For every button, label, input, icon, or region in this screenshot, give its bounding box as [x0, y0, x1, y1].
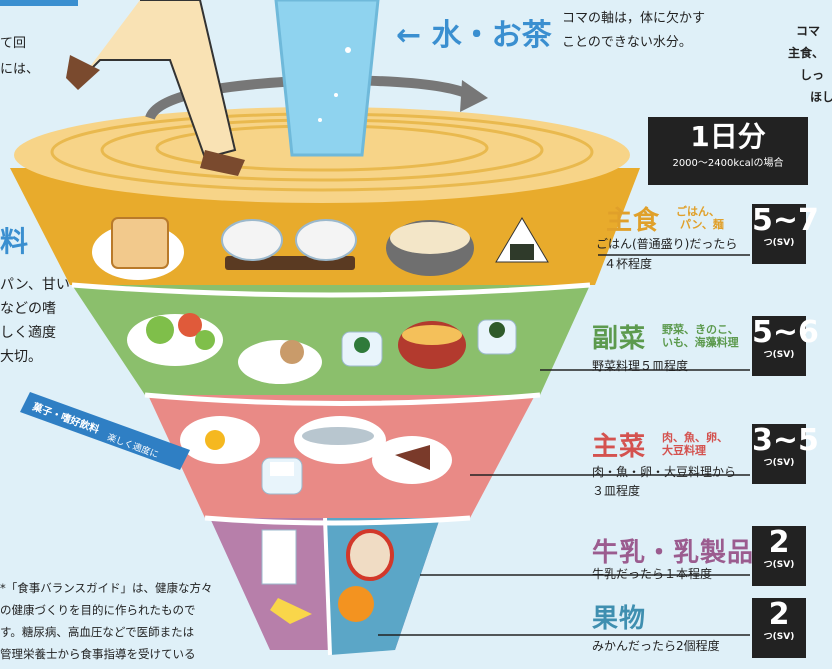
group-side-dish-paren1: 野菜、きのこ、 — [662, 323, 739, 336]
side-dish-foods-icon — [127, 313, 517, 384]
dairy-fruit-foods-icon — [261, 529, 394, 624]
partial-text-2: 主食、 — [788, 46, 825, 60]
left-partial-line4: 大切。 — [0, 349, 42, 365]
servings-box-dairy: 2 つ(SV) — [752, 526, 806, 586]
group-side-dish-paren2: いも、海藻料理 — [662, 336, 739, 349]
left-partial-top1: て回 — [0, 36, 27, 51]
left-partial-line1: パン、甘い — [0, 277, 70, 293]
water-desc-line1: コマの軸は，体に欠かす — [562, 11, 706, 26]
daily-title: 1日分 — [690, 120, 766, 153]
servings-dairy-unit: つ(SV) — [763, 560, 795, 570]
group-grain-note1: ごはん(普通盛り)だったら — [596, 237, 738, 251]
group-grain-paren1: ごはん、 — [676, 205, 720, 218]
footnote-line1: *「食事バランスガイド」は、健康な方々 — [0, 581, 213, 595]
servings-main-dish: 3~5 — [752, 423, 819, 458]
servings-grain: 5~7 — [752, 203, 819, 238]
footnote-line4: 管理栄養士から食事指導を受けている — [0, 647, 196, 661]
side-dish-band — [72, 285, 590, 395]
daily-amount-box: 1日分 2000〜2400kcalの場合 — [648, 117, 808, 185]
water-glass-icon — [274, 0, 380, 157]
group-side-dish-note1: 野菜料理５皿程度 — [592, 359, 689, 373]
group-dairy-name: 牛乳・乳製品 — [592, 538, 755, 568]
group-grain-paren2: パン、麺 — [680, 218, 724, 231]
servings-box-fruit: 2 つ(SV) — [752, 598, 806, 658]
servings-side-dish-unit: つ(SV) — [763, 350, 795, 360]
servings-side-dish: 5~6 — [752, 315, 819, 350]
group-main-dish-paren2: 大豆料理 — [662, 444, 706, 457]
group-fruit-note1: みかんだったら2個程度 — [592, 639, 720, 653]
partial-text-3: しっ — [800, 68, 825, 82]
servings-box-grain: 5~7 つ(SV) — [752, 203, 819, 264]
group-side-dish-name: 副菜 — [592, 324, 647, 354]
top-left-arrow-icon — [0, 0, 78, 6]
group-main-dish-note1: 肉・魚・卵・大豆料理から — [592, 465, 737, 479]
servings-fruit: 2 — [768, 597, 790, 632]
left-partial-heading: 料 — [0, 225, 29, 258]
footnote-line3: す。糖尿病、高血圧などで医師または — [0, 625, 195, 639]
servings-main-dish-unit: つ(SV) — [763, 458, 795, 468]
left-partial-top2: には、 — [0, 62, 40, 77]
servings-fruit-unit: つ(SV) — [763, 632, 795, 642]
servings-dairy: 2 — [768, 525, 790, 560]
daily-subtitle: 2000〜2400kcalの場合 — [672, 158, 784, 169]
water-desc-line2: ことのできない水分。 — [562, 35, 692, 50]
group-grain-name: 主食 — [606, 206, 661, 236]
group-main-dish-paren1: 肉、魚、卵、 — [662, 431, 728, 444]
group-main-dish-name: 主菜 — [592, 432, 647, 462]
group-dairy-note1: 牛乳だったら１本程度 — [592, 567, 713, 581]
partial-text-4: ほし — [810, 90, 832, 104]
left-partial-line3: しく適度 — [0, 325, 56, 341]
group-main-dish-note2: ３皿程度 — [592, 484, 641, 498]
footnote-line2: の健康づくりを目的に作られたもので — [0, 603, 196, 617]
water-tea-label: ← 水・お茶 — [396, 18, 552, 53]
servings-box-main-dish: 3~5 つ(SV) — [752, 423, 819, 484]
servings-grain-unit: つ(SV) — [763, 238, 795, 248]
servings-box-side-dish: 5~6 つ(SV) — [752, 315, 819, 376]
left-partial-line2: などの嗜 — [0, 301, 56, 317]
group-grain-note2: ４杯程度 — [604, 257, 653, 271]
grain-foods-icon — [92, 217, 549, 280]
group-fruit-name: 果物 — [592, 604, 647, 634]
partial-text-1: コマ — [796, 24, 821, 38]
main-dish-foods-icon — [180, 416, 452, 495]
